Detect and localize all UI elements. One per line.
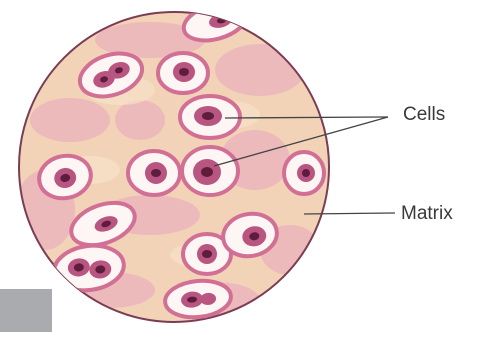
cell-group (180, 96, 240, 138)
corner-tab (0, 289, 52, 332)
cell-group (182, 147, 238, 195)
cell-group (158, 53, 208, 93)
cells-label: Cells (403, 104, 445, 126)
matrix-label: Matrix (401, 203, 453, 225)
cell-group (128, 151, 180, 195)
cell-group (284, 152, 324, 194)
